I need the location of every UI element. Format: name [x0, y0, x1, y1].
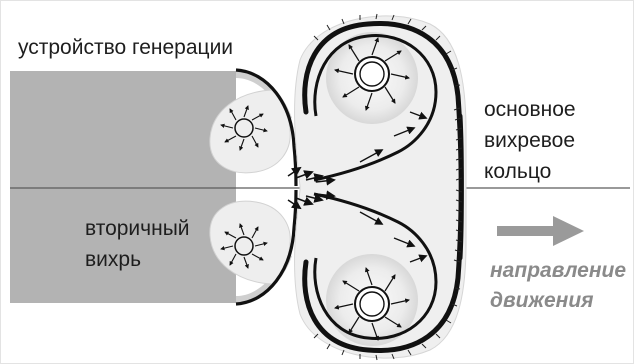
arrow-right-icon: [497, 216, 584, 246]
direction-of-motion-label: направление движения: [490, 256, 626, 316]
generation-device-label: устройство генерации: [18, 34, 233, 62]
main-vortex-ring-label: основное вихревое кольцо: [484, 94, 576, 187]
secondary-vortex-label: вторичный вихрь: [85, 213, 190, 275]
